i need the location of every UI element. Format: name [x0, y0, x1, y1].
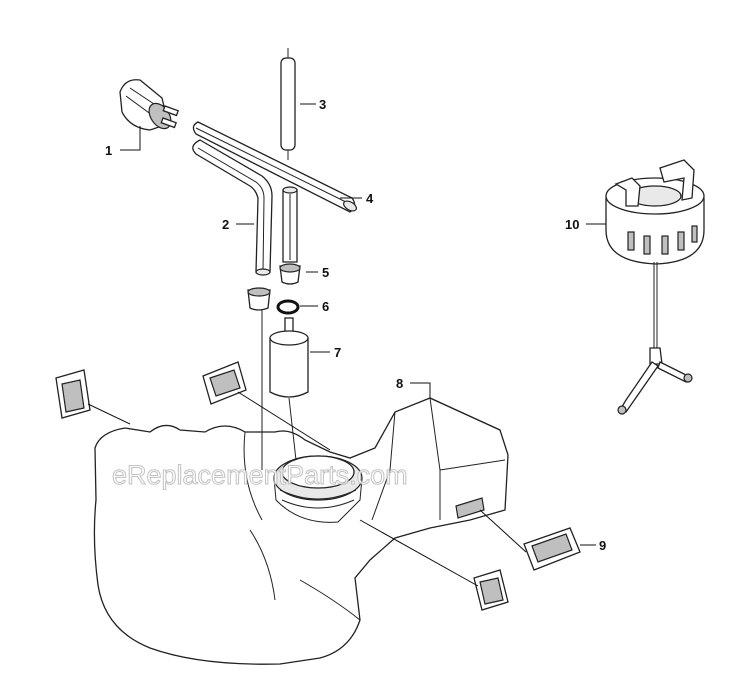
watermark-text: eReplacementParts.com: [112, 460, 408, 490]
part-5-grommet: [279, 263, 301, 285]
callout-4: 4: [366, 191, 374, 206]
part-9-grommet: [523, 527, 581, 571]
grommet-left: [247, 287, 271, 311]
part-7-fuel-filter: [269, 317, 309, 398]
callout-2: 2: [222, 217, 229, 232]
part-3-tube: [280, 48, 296, 160]
part-6-o-ring: [276, 299, 300, 315]
callout-8: 8: [396, 376, 403, 391]
callout-3: 3: [319, 97, 326, 112]
top-grommet: [202, 361, 247, 405]
leader-lines: [87, 103, 606, 587]
part-2-hose: [192, 139, 273, 276]
part-10-fuel-cap: [605, 159, 705, 415]
side-grommet: [55, 369, 91, 419]
callout-9: 9: [599, 538, 606, 553]
callout-7: 7: [334, 345, 341, 360]
bottom-grommet: [473, 569, 509, 611]
callout-5: 5: [322, 265, 329, 280]
part-4-hose: [192, 121, 357, 213]
callout-10: 10: [565, 217, 579, 232]
filter-hose: [282, 186, 298, 263]
part-1-connector: [119, 79, 179, 131]
callout-6: 6: [322, 299, 329, 314]
fuel-tank: [93, 397, 509, 665]
callout-1: 1: [105, 143, 112, 158]
